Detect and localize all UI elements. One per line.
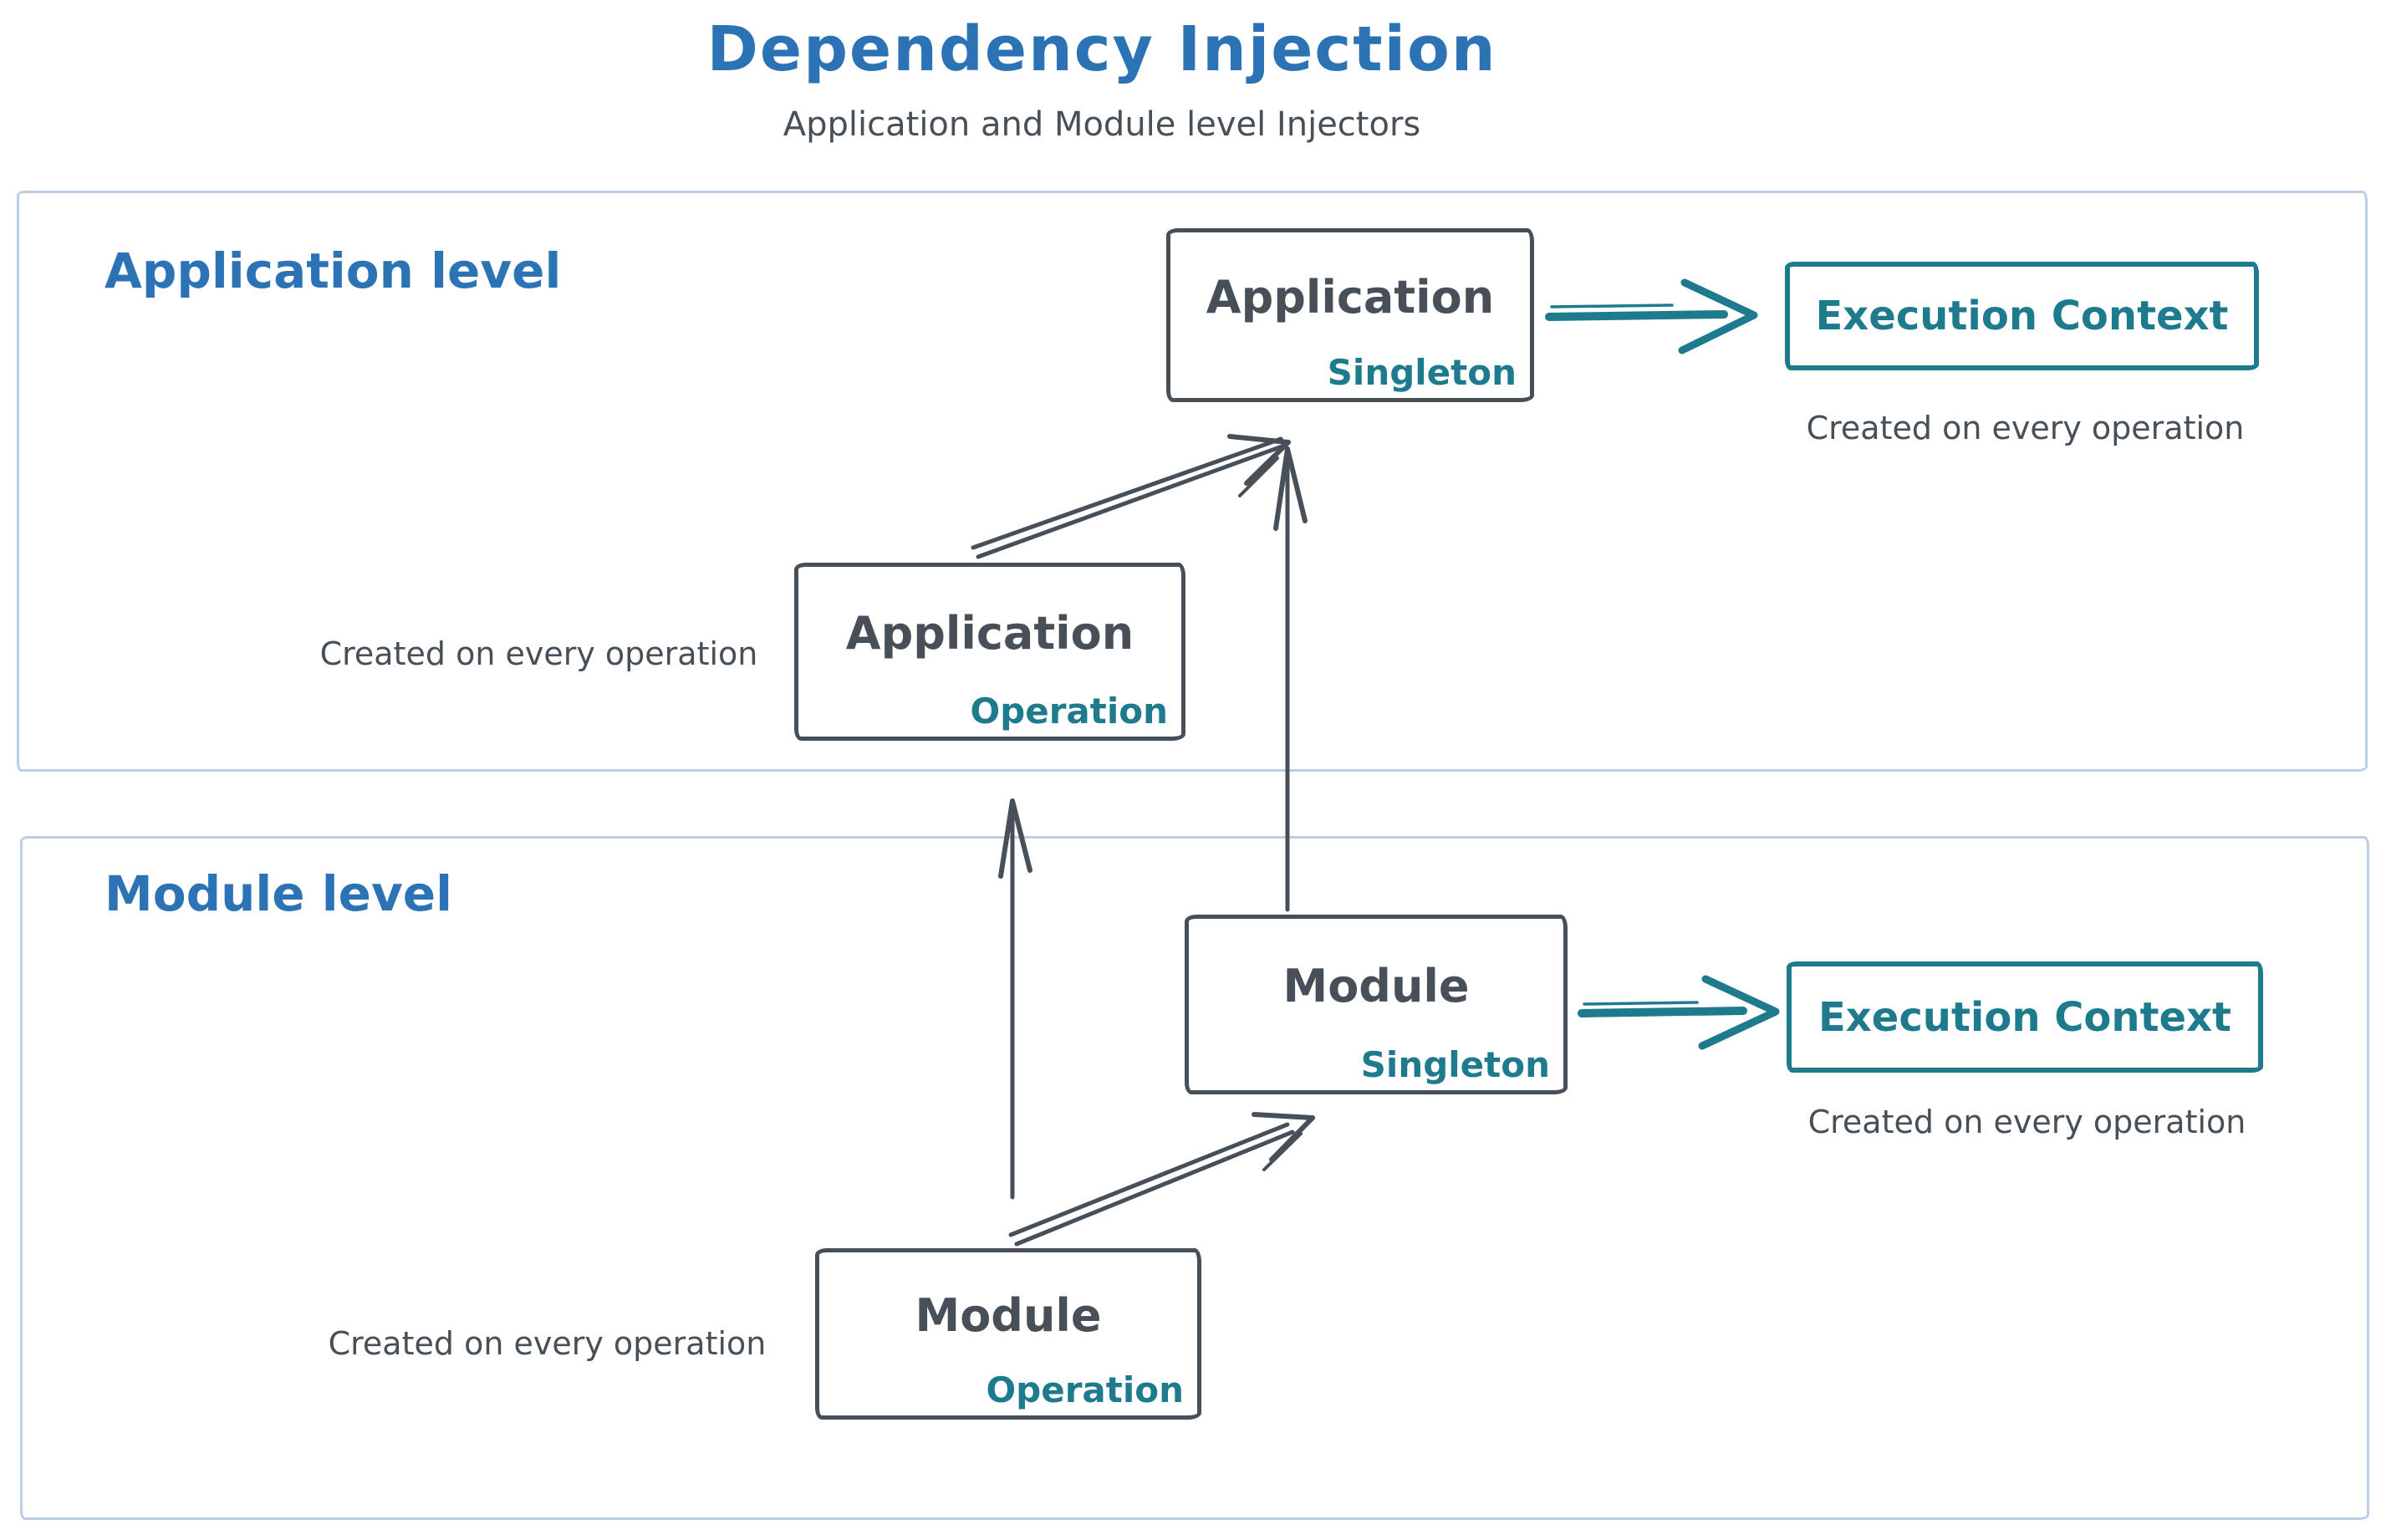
module-operation-scope: Operation: [986, 1369, 1184, 1410]
module-operation-name: Module: [915, 1289, 1102, 1342]
module-execution-context-label: Execution Context: [1818, 993, 2231, 1041]
module-level-label: Module level: [105, 865, 453, 922]
module-singleton-name: Module: [1282, 960, 1470, 1012]
module-execution-context-note: Created on every operation: [1807, 1104, 2246, 1140]
app-execution-context-box: Execution Context: [1785, 262, 2259, 370]
module-operation-note: Created on every operation: [328, 1325, 767, 1362]
app-singleton-scope: Singleton: [1327, 352, 1517, 393]
app-operation-name: Application: [845, 607, 1134, 660]
app-execution-context-label: Execution Context: [1815, 293, 2229, 339]
application-level-panel: [17, 191, 2368, 772]
app-operation-box: Application Operation: [794, 563, 1185, 741]
module-level-panel: [20, 836, 2369, 1520]
module-singleton-box: Module Singleton: [1185, 915, 1568, 1094]
application-level-label: Application level: [105, 242, 562, 299]
app-singleton-box: Application Singleton: [1166, 228, 1534, 402]
app-operation-scope: Operation: [970, 691, 1168, 732]
app-singleton-name: Application: [1206, 270, 1495, 324]
app-execution-context-note: Created on every operation: [1806, 410, 2245, 446]
module-operation-box: Module Operation: [815, 1248, 1201, 1420]
app-operation-note: Created on every operation: [319, 635, 758, 672]
module-singleton-scope: Singleton: [1360, 1044, 1550, 1085]
module-execution-context-box: Execution Context: [1787, 961, 2263, 1073]
diagram-title: Dependency Injection: [706, 13, 1497, 85]
diagram-subtitle: Application and Module level Injectors: [783, 105, 1421, 144]
